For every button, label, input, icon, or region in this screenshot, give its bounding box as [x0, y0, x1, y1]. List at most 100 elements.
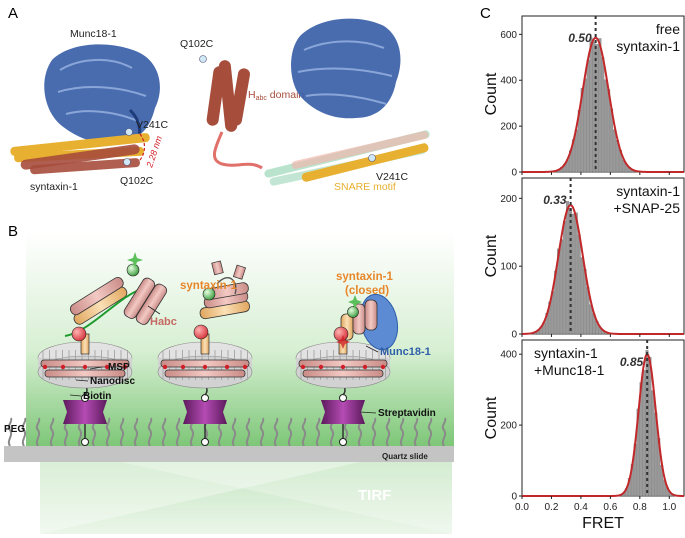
- histogram-bar: [572, 214, 575, 334]
- msp-red-dot: [163, 365, 167, 369]
- peg-label: PEG: [4, 424, 25, 435]
- y-tick-label: 200: [500, 194, 517, 205]
- y-tick-label: 600: [500, 30, 517, 41]
- histogram-bar: [581, 258, 584, 334]
- msp-red-dot: [341, 365, 345, 369]
- habc-cylinder: [365, 300, 377, 330]
- histogram-bar: [560, 239, 563, 334]
- syntaxin-helices-left: [10, 133, 150, 175]
- munc-label-b: Munc18-1: [380, 346, 431, 358]
- closed-label: (closed): [345, 285, 389, 297]
- histogram-bar: [649, 357, 652, 496]
- msp-label: MSP: [108, 362, 130, 373]
- x-tick-label: 0.8: [633, 502, 647, 513]
- y-tick-label: 0: [511, 168, 517, 179]
- histogram-bar: [652, 391, 655, 496]
- tirf-label: TIRF: [358, 487, 391, 504]
- syntaxin-open-label: syntaxin-1: [180, 280, 237, 292]
- histogram-bar: [563, 221, 566, 334]
- histograms: 0.50freesyntaxin-10200400600Count0.33syn…: [483, 16, 684, 513]
- donor-dye: [348, 307, 359, 318]
- sample-annotation: syntaxin-1: [616, 183, 680, 199]
- habc-sub: abc: [256, 95, 268, 102]
- q102c-label-right: Q102C: [180, 38, 214, 50]
- msp-red-dot: [83, 365, 87, 369]
- msp-red-dot: [319, 365, 323, 369]
- syntaxin-label-a: syntaxin-1: [30, 181, 78, 193]
- nanodisc-label: Nanodisc: [90, 376, 135, 387]
- histogram-bar: [590, 38, 593, 172]
- sample-annotation: +Munc18-1: [534, 362, 605, 378]
- habc-h: H: [248, 89, 256, 101]
- y-tick-label: 0: [511, 330, 517, 341]
- munc18-structure-right: [291, 19, 400, 119]
- streptavidin-block: [63, 400, 107, 424]
- q102c-label-left: Q102C: [120, 175, 154, 187]
- acceptor-dye: [334, 327, 348, 341]
- y-axis-label: Count: [483, 234, 500, 277]
- panel-a: A Munc18-1 V241C 2.28 nm syntaxin-1 Q102…: [8, 5, 430, 193]
- quartz-slide-label: Quartz slide: [382, 452, 428, 461]
- streptavidin-block: [183, 400, 227, 424]
- msp-red-dot: [243, 365, 247, 369]
- y-tick-label: 400: [500, 350, 517, 361]
- v241c-label-left: V241C: [136, 119, 169, 131]
- peak-value-label: 0.50: [568, 31, 592, 45]
- panel-b: B Quartz slide TIRF PEG syntaxin-1 synta…: [0, 223, 454, 534]
- biotin-bead-bottom: [202, 439, 209, 446]
- histogram-bar: [599, 38, 602, 172]
- panel-c: C 0.50freesyntaxin-10200400600Count0.33s…: [480, 5, 684, 532]
- y-tick-label: 200: [500, 122, 517, 133]
- panel-b-letter: B: [8, 223, 18, 240]
- histogram-bar: [602, 57, 605, 172]
- q102c-site-left: [124, 159, 131, 166]
- biotin-bead-top: [202, 395, 209, 402]
- histogram-2: 0.33 syntaxin-1+SNAP-25 0 100 200Count: [483, 178, 684, 341]
- habc-domain-label: Habc domain: [248, 89, 304, 102]
- sample-annotation: syntaxin-1: [616, 38, 680, 54]
- msp-red-dot: [381, 365, 385, 369]
- x-tick-label: 0.6: [603, 502, 617, 513]
- histogram-bar: [578, 235, 581, 334]
- x-tick-label: 0.4: [574, 502, 588, 513]
- munc-label-a: Munc18-1: [70, 28, 117, 40]
- biotin-bead-bottom: [340, 439, 347, 446]
- peak-value-label: 0.33: [543, 193, 567, 207]
- habc-domain-structure: [206, 60, 262, 168]
- streptavidin-block: [321, 400, 365, 424]
- biotin-label: Biotin: [83, 391, 111, 402]
- y-tick-label: 200: [500, 421, 517, 432]
- panel-c-letter: C: [480, 5, 491, 22]
- fret-axis-label: FRET: [582, 515, 624, 532]
- sample-annotation: +SNAP-25: [613, 200, 680, 216]
- x-tick-label: 1.0: [662, 502, 676, 513]
- y-tick-label: 0: [511, 492, 517, 503]
- msp-red-dot: [181, 365, 185, 369]
- msp-red-dot: [225, 365, 229, 369]
- habc-label-b: Habc: [150, 316, 177, 328]
- histogram-bar: [613, 130, 616, 172]
- histogram-bar: [584, 79, 587, 172]
- msp-red-dot: [363, 365, 367, 369]
- histogram-bar: [575, 213, 578, 334]
- histogram-bar: [566, 201, 569, 334]
- biotin-bead-top: [340, 395, 347, 402]
- histogram-bar: [643, 370, 646, 496]
- peak-value-label: 0.85: [620, 355, 644, 369]
- x-tick-label: 0.0: [515, 502, 529, 513]
- panel-a-letter: A: [8, 5, 18, 22]
- y-tick-label: 100: [500, 262, 517, 273]
- donor-dye: [127, 264, 139, 276]
- q102c-site-right: [200, 56, 207, 63]
- y-tick-label: 400: [500, 76, 517, 87]
- y-axis-label: Count: [483, 396, 500, 439]
- y-axis-label: Count: [483, 72, 500, 115]
- streptavidin-label: Streptavidin: [378, 408, 436, 419]
- sample-annotation: syntaxin-1: [534, 345, 598, 361]
- msp-belt-lower: [165, 370, 245, 377]
- sample-annotation: free: [656, 21, 680, 37]
- msp-red-dot: [301, 365, 305, 369]
